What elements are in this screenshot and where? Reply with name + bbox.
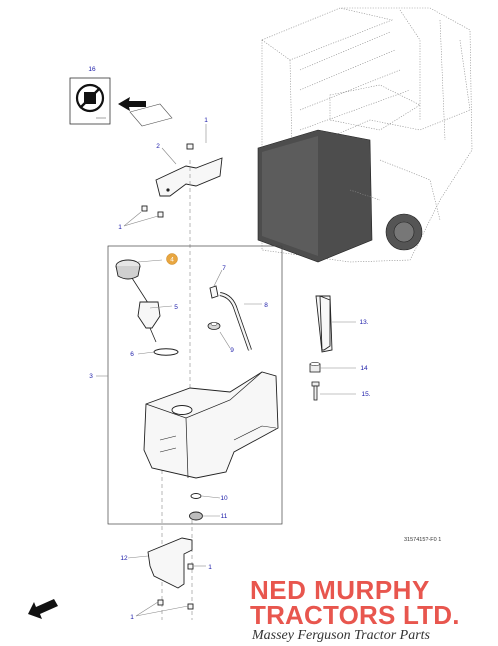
- logo-line-2: TRACTORS LTD.: [250, 600, 460, 630]
- warning-symbol-read-manual: [69, 77, 173, 127]
- callout-15: 15.: [361, 391, 370, 398]
- svg-text:6: 6: [130, 351, 134, 358]
- callout-13: 13.: [359, 319, 368, 326]
- svg-text:3: 3: [89, 373, 93, 380]
- callout-4: 4: [166, 253, 178, 265]
- callout-12: 12: [120, 555, 128, 562]
- callout-1-right: 1: [208, 564, 212, 571]
- svg-text:1: 1: [208, 564, 212, 571]
- bolt-part-1-top: [186, 143, 194, 150]
- arrow-left-icon: [118, 97, 146, 111]
- seal-part-10: [190, 493, 202, 499]
- spacer-part-14: [309, 362, 321, 373]
- tank-part-3: [143, 371, 279, 479]
- callout-1-bottom: 1: [130, 614, 134, 621]
- svg-text:1: 1: [204, 117, 208, 124]
- svg-text:8: 8: [264, 302, 268, 309]
- filler-strainer-part-5: [131, 277, 161, 343]
- bolt-part-1-left: [141, 205, 164, 218]
- bolt-part-15: [311, 381, 320, 401]
- grommet-part-9: [207, 322, 221, 330]
- direction-arrow-icon: [28, 599, 58, 619]
- callout-1-top: 1: [204, 117, 208, 124]
- breather-part-7: [209, 285, 219, 299]
- logo-line-1: NED MURPHY: [250, 575, 430, 605]
- callout-1-left: 1: [118, 224, 122, 231]
- svg-text:1: 1: [130, 614, 134, 621]
- svg-text:14: 14: [360, 365, 368, 372]
- drain-plug-part-11: [189, 511, 203, 521]
- callout-11: 11: [221, 513, 228, 520]
- svg-text:13.: 13.: [359, 319, 368, 326]
- svg-text:10: 10: [220, 495, 228, 502]
- svg-text:4: 4: [170, 257, 174, 264]
- svg-text:5: 5: [174, 304, 178, 311]
- callout-5: 5: [174, 304, 178, 311]
- filler-cap-part-4: [115, 259, 163, 280]
- gasket-part-6: [153, 348, 179, 356]
- svg-text:11: 11: [221, 513, 228, 520]
- assembly-frame-3: [107, 245, 283, 525]
- engine-background-illustration: [257, 7, 473, 263]
- svg-text:1: 1: [118, 224, 122, 231]
- svg-text:12: 12: [120, 555, 128, 562]
- bracket-part-2: [155, 157, 223, 197]
- callout-10: 10: [220, 495, 228, 502]
- callout-2: 2: [156, 143, 160, 150]
- bolt-part-1-bottom: [157, 563, 194, 610]
- reference-code: 3157415?-F0 1: [404, 537, 442, 543]
- svg-text:15.: 15.: [361, 391, 370, 398]
- callout-7: 7: [222, 265, 226, 272]
- logo-tagline: Massey Ferguson Tractor Parts: [252, 628, 430, 643]
- strap-part-13: [315, 295, 333, 353]
- callout-3: 3: [89, 373, 93, 380]
- svg-text:16: 16: [88, 66, 96, 73]
- callout-16: 16: [88, 66, 96, 73]
- bracket-part-12: [147, 537, 193, 589]
- leader-lines: [96, 124, 356, 617]
- svg-text:7: 7: [222, 265, 226, 272]
- callout-14: 14: [360, 365, 368, 372]
- callout-6: 6: [130, 351, 134, 358]
- svg-text:2: 2: [156, 143, 160, 150]
- hose-part-8: [219, 292, 252, 351]
- callout-9: 9: [230, 347, 234, 354]
- svg-text:9: 9: [230, 347, 234, 354]
- callout-8: 8: [264, 302, 268, 309]
